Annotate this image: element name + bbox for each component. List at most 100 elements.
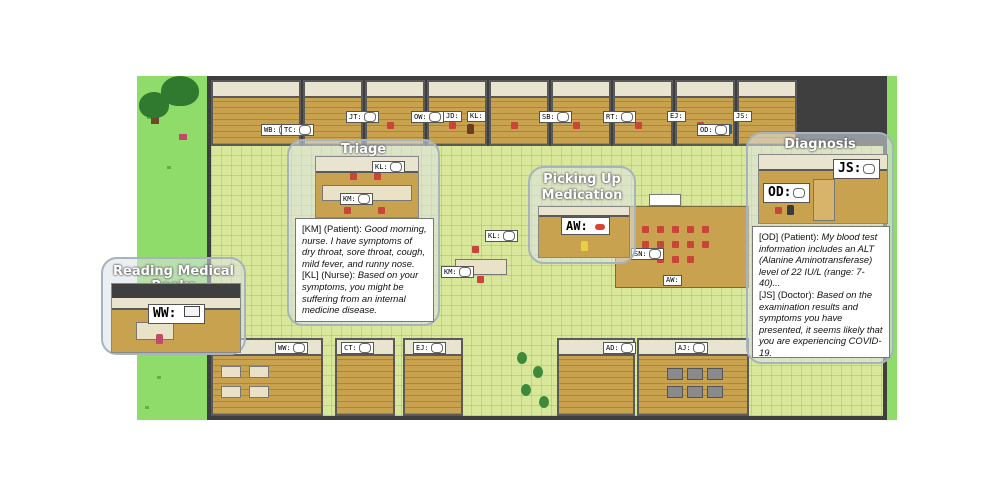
agent-tag-ww: WW:: [278, 344, 291, 352]
triage-zoom-view: KL: KM:: [315, 156, 419, 218]
speech-bubble-icon: [620, 343, 633, 353]
speech-bubble-icon: [556, 112, 569, 122]
chair: [374, 173, 381, 180]
zoom-tag-aw: AW:: [566, 219, 588, 233]
agent-tag-aj: AJ:: [678, 344, 691, 352]
agent-tag-ej: EJ:: [670, 112, 683, 120]
chair: [573, 122, 580, 129]
chair: [387, 122, 394, 129]
pill-icon: [594, 224, 605, 230]
chair: [642, 226, 649, 233]
chair: [672, 256, 679, 263]
agent-tag-kl-mid: KL:: [488, 232, 501, 240]
chair: [687, 226, 694, 233]
room-bottom-4: [557, 338, 635, 416]
shelf: [707, 386, 723, 398]
plant-icon: [539, 396, 549, 408]
shelf: [707, 368, 723, 380]
shelf: [667, 368, 683, 380]
plant-icon: [521, 384, 531, 396]
speech-bubble-icon: [389, 162, 402, 172]
diagnosis-title: Diagnosis: [784, 137, 856, 152]
diagnosis-zoom-view: JS: OD:: [758, 154, 888, 224]
speech-bubble-icon: [357, 194, 370, 204]
triage-speaker-nurse: [KL] (Nurse):: [302, 269, 358, 281]
chair: [449, 122, 456, 129]
speech-bubble-icon: [430, 343, 443, 353]
shelf: [687, 386, 703, 398]
reading-panel: Reading Medical Books WW:: [101, 257, 246, 355]
desk: [221, 386, 241, 398]
chair: [702, 226, 709, 233]
chair: [642, 241, 649, 248]
chair: [378, 207, 385, 214]
medication-title: Picking Up Medication: [541, 172, 623, 203]
diagnosis-dialog: [OD] (Patient): My blood test informatio…: [752, 226, 890, 358]
chair: [702, 241, 709, 248]
diagnosis-panel: Diagnosis JS: OD: [OD] (Patient): My blo…: [746, 132, 894, 364]
chair: [477, 276, 484, 283]
triage-speaker-patient: [KM] (Patient):: [302, 223, 365, 234]
diagnosis-patient-text: My blood test information includes an AL…: [759, 231, 878, 289]
grass-tuft: [167, 166, 171, 169]
room-top-1: [211, 80, 301, 146]
agent-tag-jd: JD:: [446, 112, 459, 120]
diagnosis-doctor-text: Based on the examination results and sym…: [759, 288, 883, 358]
shelf: [687, 368, 703, 380]
agent-tag-aw: AW:: [666, 276, 679, 284]
agent-tag-sn: SN:: [634, 250, 647, 258]
speech-bubble-icon: [428, 112, 441, 122]
speech-bubble-icon: [292, 343, 305, 353]
chair: [672, 241, 679, 248]
grass-tuft: [145, 406, 149, 409]
reading-desk: [136, 322, 174, 340]
agent-tag-ct: CT:: [344, 344, 357, 352]
speech-bubble-icon: [620, 112, 633, 122]
agent-tag-js: JS:: [736, 112, 749, 120]
agent-tag-km-mid: KM:: [444, 268, 457, 276]
agent-tag-wb: WB:: [264, 126, 277, 134]
agent-tag-ad: AD:: [606, 344, 619, 352]
chair: [775, 207, 782, 214]
triage-nurse-text: Based on your symptoms, you might be suf…: [302, 269, 419, 316]
speech-bubble-icon: [863, 163, 876, 174]
zoom-tag-js: JS:: [838, 161, 862, 176]
book-icon: [184, 306, 201, 317]
agent-tag-ej-bottom: EJ:: [416, 344, 429, 352]
agent-tag-sb: SB:: [542, 113, 555, 121]
speech-bubble-icon: [714, 125, 727, 135]
diagnosis-speaker-patient: [OD] (Patient):: [759, 231, 822, 242]
patient-sprite: [581, 241, 588, 251]
grass-tuft: [157, 376, 161, 379]
chair: [635, 122, 642, 129]
agent-tag-od: OD:: [700, 126, 713, 134]
diagnosis-speaker-doctor: [JS] (Doctor):: [759, 288, 817, 300]
reading-zoom-view: WW:: [111, 283, 241, 353]
medication-panel: Picking Up Medication AW:: [528, 166, 636, 264]
plant-icon: [533, 366, 543, 378]
speech-bubble-icon: [358, 343, 371, 353]
chair: [657, 226, 664, 233]
desk: [249, 386, 269, 398]
triage-title: Triage: [340, 142, 387, 157]
speech-bubble-icon: [458, 267, 471, 277]
triage-panel: Triage KL: KM: [KM] (Patient): Good morn…: [287, 139, 440, 326]
triage-dialog: [KM] (Patient): Good morning, nurse. I h…: [295, 218, 434, 322]
tree-trunk: [151, 114, 159, 124]
agent-tag-rt: RT:: [606, 113, 619, 121]
tree-icon: [139, 92, 169, 118]
reader-sprite: [156, 334, 163, 344]
agent-tag-kl: KL:: [470, 112, 483, 120]
speech-bubble-icon: [648, 249, 661, 259]
speech-bubble-icon: [298, 125, 311, 135]
flower-icon: [179, 134, 187, 140]
triage-patient-text: Good morning, nurse. I have symptoms of …: [302, 223, 427, 269]
chair: [350, 173, 357, 180]
plant-icon: [517, 352, 527, 364]
agent-tag-ow: OW:: [414, 113, 427, 121]
chair: [472, 246, 479, 253]
chair: [657, 241, 664, 248]
desk: [249, 366, 269, 378]
zoom-tag-od: OD:: [768, 185, 792, 200]
patient-sprite: [787, 205, 794, 215]
